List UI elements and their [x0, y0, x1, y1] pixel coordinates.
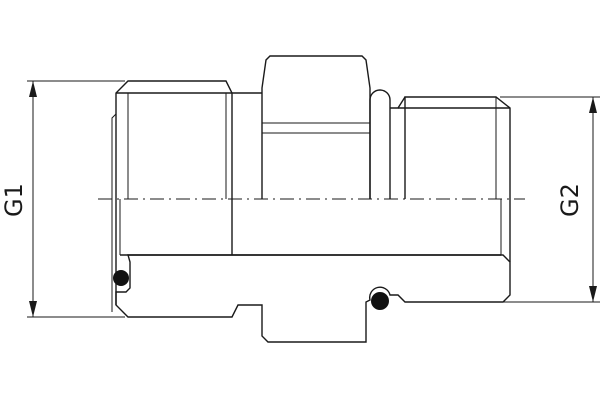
dimension-label-g2: G2 [556, 183, 584, 217]
o-ring-left [113, 270, 129, 286]
hex-body [261, 55, 371, 199]
o-ring-right [371, 292, 389, 310]
dimension-g2: G2 [500, 96, 600, 303]
groove [369, 89, 391, 199]
right-thread [398, 96, 511, 262]
left-thread [111, 80, 262, 312]
dimension-label-g1: G1 [0, 183, 28, 217]
section-hatch [115, 254, 511, 343]
dimension-g1: G1 [0, 80, 125, 318]
